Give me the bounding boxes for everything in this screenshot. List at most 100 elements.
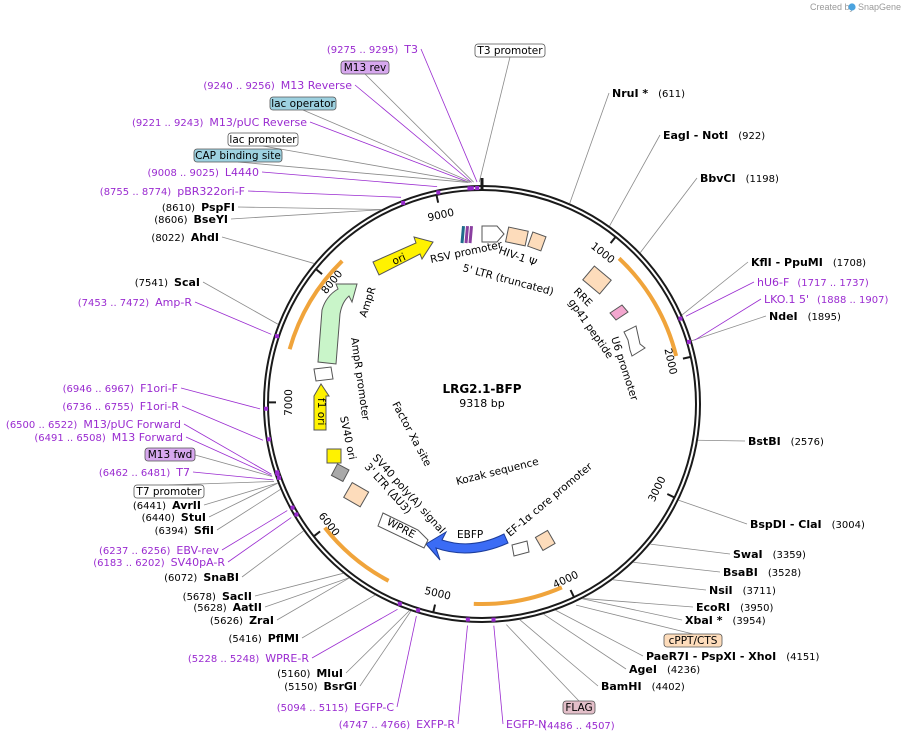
enzyme-leader <box>202 281 279 325</box>
primer-leader <box>396 615 417 708</box>
primer-label: (4747 .. 4766)EXFP-R <box>339 718 456 731</box>
feature-box <box>227 132 299 147</box>
snapgene-logo-icon <box>848 3 856 11</box>
enzyme-leader <box>241 530 304 578</box>
primer-leader <box>221 510 288 551</box>
primer-site-mark <box>294 512 299 517</box>
enzyme-leader <box>345 610 410 674</box>
enzyme-label: (6441)AvrII <box>133 499 201 512</box>
primer-site-mark <box>275 471 280 476</box>
tick-mark <box>682 355 691 360</box>
enzyme-leader <box>208 482 278 518</box>
feature-box-label: T7 promoter <box>135 486 202 498</box>
tick-label: 5000 <box>423 585 452 603</box>
feature-label-ori: ori <box>390 251 407 268</box>
feature-box-label: M13 fwd <box>148 449 193 461</box>
enzyme-label: NruI *(611) <box>612 87 685 100</box>
feature-ori: ori <box>372 236 434 276</box>
primer-label: (6237 .. 6256)EBV-rev <box>99 544 219 557</box>
enzyme-leader <box>639 177 698 253</box>
orf-arc-4 <box>287 259 344 350</box>
enzyme-label: (5160)MluI <box>277 667 343 680</box>
enzyme-label: (5678)SacII <box>183 590 252 603</box>
feature-label-factor-xa: Factor Xa site <box>389 400 433 469</box>
enzyme-leader <box>221 236 315 264</box>
primer-label: (6183 .. 6202)SV40pA-R <box>93 556 225 569</box>
primer-label: hU6-F(1717 .. 1737) <box>757 276 869 289</box>
enzyme-label: (6440)StuI <box>142 511 206 524</box>
orf-arc-1 <box>617 256 679 357</box>
feature-label-gp41: gp41 peptide <box>566 297 616 361</box>
feature-box-label: cPPT/CTS <box>669 635 718 647</box>
enzyme-label: BstBI(2576) <box>748 435 824 448</box>
enzyme-leader <box>569 92 610 204</box>
feature-ebfp: EBFP <box>425 529 509 561</box>
enzyme-leader <box>301 594 376 639</box>
primer-label: (5094 .. 5115)EGFP-C <box>277 701 395 714</box>
enzyme-leader <box>254 572 344 597</box>
orf-arc-3 <box>323 526 390 583</box>
feature-u6-promoter: U6 promoter <box>608 325 646 403</box>
primer-site-mark <box>467 186 472 191</box>
primer-site-mark <box>397 601 402 606</box>
primer-leader <box>180 387 261 410</box>
feature-label-f1-ori: f1 ori <box>315 398 327 425</box>
tick-mark <box>569 589 575 598</box>
enzyme-leader <box>216 489 281 531</box>
feature-box-label: lac operator <box>271 98 335 110</box>
tick-label: 7000 <box>283 389 295 416</box>
enzyme-leader <box>203 482 278 506</box>
primer-site-mark <box>475 186 480 191</box>
primer-leader <box>185 436 273 477</box>
primer-site-mark <box>401 200 406 205</box>
primer-label: EGFP-N <box>506 718 546 731</box>
tick-label: 3000 <box>646 475 668 504</box>
primer-leader <box>457 625 468 725</box>
enzyme-leader <box>359 610 412 687</box>
enzyme-leader <box>237 206 382 210</box>
primer-label: (6462 .. 6481)T7 <box>99 466 190 479</box>
primer-leader <box>247 190 402 198</box>
primer-leader <box>685 281 755 317</box>
feature-label-ampr: AmpR <box>357 285 378 319</box>
enzyme-label: NdeI(1895) <box>769 310 841 323</box>
primer-leader <box>694 298 762 341</box>
primer-label: (5228 .. 5248)WPRE-R <box>188 652 309 665</box>
primer-leader <box>192 471 274 481</box>
feature-box <box>340 60 390 75</box>
enzyme-label: (8022)AhdI <box>151 231 219 244</box>
enzyme-leader <box>543 613 627 670</box>
feature-box <box>269 96 337 111</box>
enzyme-label: BspDI - ClaI(3004) <box>750 518 865 531</box>
enzyme-label: (6394)SfiI <box>155 524 214 537</box>
tick-label: 9000 <box>427 207 456 224</box>
primer-site-mark <box>465 617 470 622</box>
enzyme-label: PaeR7I - PspXI - XhoI(4151) <box>646 650 820 663</box>
enzyme-leader <box>650 543 731 555</box>
feature-box-range: (4486 .. 4507) <box>543 721 615 732</box>
brand-prefix: Created by <box>810 2 855 12</box>
feature-ef1a: EF-1α core promoter <box>504 460 595 557</box>
primer-site-mark <box>264 406 269 411</box>
site-labels: NruI *(611)EagI - NotI(922)BbvCI(1198)Kf… <box>6 43 889 732</box>
primer-label: (6491 .. 6508)M13 Forward <box>34 431 183 444</box>
enzyme-label: SwaI(3359) <box>733 548 806 561</box>
box-leader <box>302 109 472 183</box>
feature-label-ampr-promoter: AmpR promoter <box>348 337 372 422</box>
primer-site-mark <box>266 437 271 442</box>
primer-leader <box>227 517 292 563</box>
primer-site-mark <box>436 190 441 195</box>
primer-site-mark <box>277 475 282 480</box>
feature-box-label: T3 promoter <box>476 45 543 57</box>
enzyme-leader <box>555 609 644 657</box>
enzyme-label: (6072)SnaBI <box>164 571 239 584</box>
feature-box-label: CAP binding site <box>195 150 281 162</box>
enzyme-leader <box>697 439 746 442</box>
feature-f1-ori: f1 ori <box>313 383 330 431</box>
enzyme-leader <box>681 261 749 316</box>
feature-label-ebfp: EBFP <box>457 529 483 541</box>
primer-leader <box>183 423 272 475</box>
box-leader <box>506 624 580 702</box>
enzyme-label: (8606)BseYI <box>154 213 228 226</box>
